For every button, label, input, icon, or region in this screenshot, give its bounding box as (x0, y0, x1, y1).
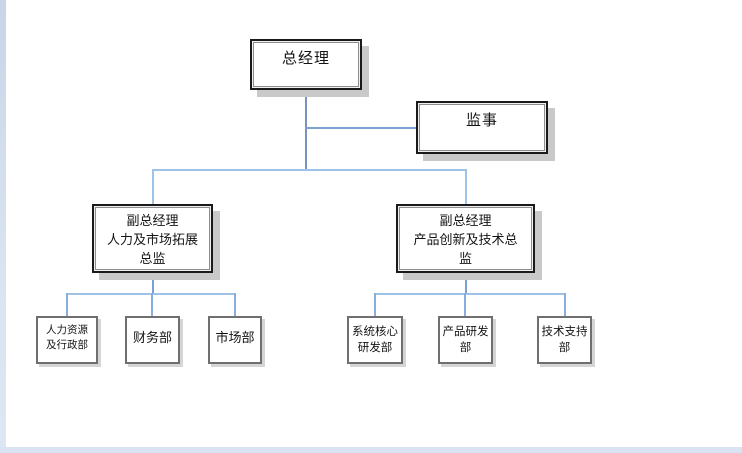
org-node-product-rd-dept: 产品研发 部 (438, 316, 493, 364)
connector-drop-prod-rd (464, 293, 466, 317)
org-node-supervisor: 监事 (416, 101, 548, 154)
connector-drop-tech-sup (564, 293, 566, 317)
page-edge-left (0, 0, 6, 453)
node-label-line: 研发部 (357, 342, 393, 354)
org-node-vp-hr-market: 副总经理 人力及市场拓展 总监 (92, 204, 213, 273)
connector-vp-hr-to-depts (152, 273, 154, 294)
node-label-line: 总监 (139, 251, 166, 266)
node-label: 监事 (465, 113, 498, 129)
node-label: 财务部 (132, 330, 172, 345)
org-node-general-manager: 总经理 (250, 39, 362, 90)
connector-vp-tech-to-depts (465, 273, 467, 294)
connector-tier1-horizontal (152, 169, 467, 171)
org-node-marketing-dept: 市场部 (208, 316, 262, 364)
connector-gm-supervisor (305, 127, 416, 129)
connector-drop-sys-rd (374, 293, 376, 317)
org-node-tech-support-dept: 技术支持 部 (537, 316, 592, 364)
connector-drop-finance (151, 293, 153, 317)
connector-drop-hr-admin (66, 293, 68, 317)
node-label-line: 及行政部 (46, 340, 88, 351)
node-label-line: 系统核心 (352, 326, 398, 338)
node-label-line: 部 (558, 342, 571, 354)
org-node-finance-dept: 财务部 (125, 316, 180, 364)
connector-drop-vp-hr (152, 169, 154, 205)
node-label: 市场部 (215, 330, 255, 345)
node-label-line: 副总经理 (126, 213, 179, 228)
node-label-line: 产品研发 (442, 326, 489, 338)
node-label-line: 产品创新及技术总 (413, 232, 518, 247)
org-node-system-core-rd-dept: 系统核心 研发部 (347, 316, 403, 364)
node-label-line: 人力及市场拓展 (106, 232, 198, 247)
page-edge-bottom (0, 447, 742, 453)
org-node-vp-product-tech: 副总经理 产品创新及技术总 监 (396, 204, 535, 273)
connector-drop-marketing (234, 293, 236, 317)
org-node-hr-admin-dept: 人力资源 及行政部 (36, 316, 98, 364)
node-label-line: 监 (458, 251, 472, 266)
node-label: 总经理 (281, 51, 330, 67)
node-label-line: 人力资源 (46, 325, 88, 336)
connector-drop-vp-tech (465, 169, 467, 205)
node-label-line: 技术支持 (541, 326, 588, 338)
node-label-line: 副总经理 (439, 213, 492, 228)
connector-tier2-right (374, 293, 566, 295)
connector-gm-trunk (305, 90, 307, 171)
node-label-line: 部 (459, 342, 472, 354)
